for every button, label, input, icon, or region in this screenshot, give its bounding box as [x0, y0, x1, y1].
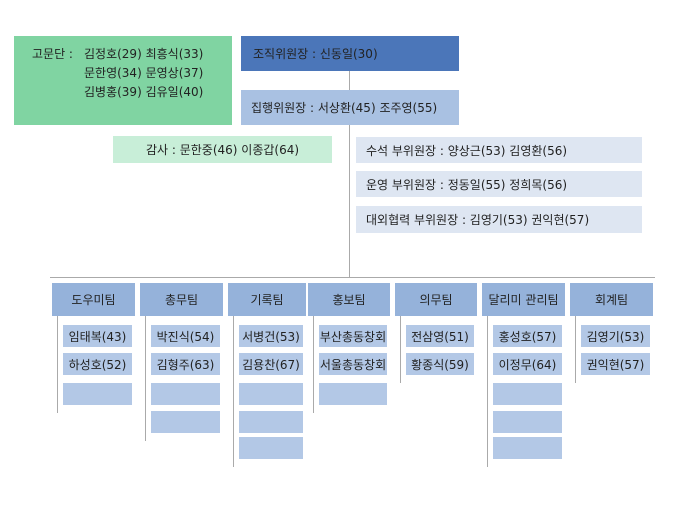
team-branch-line [145, 316, 146, 441]
chair-box: 조직위원장 : 신동일(30) [241, 36, 459, 71]
team-header: 총무팀 [140, 283, 223, 316]
team-member: 전삼영(51) [406, 325, 474, 347]
team-header: 기록팀 [228, 283, 306, 316]
team-member [151, 411, 220, 433]
team-branch-line [487, 316, 488, 467]
team-member: 황종식(59) [406, 353, 474, 375]
team-header: 홍보팀 [308, 283, 390, 316]
team-branch-line [400, 316, 401, 383]
team-branch-line [575, 316, 576, 383]
team-branch-line [233, 316, 234, 467]
team-member: 김용찬(67) [239, 353, 303, 375]
team-member: 서병건(53) [239, 325, 303, 347]
team-bar-line [50, 277, 655, 278]
team-member: 이정무(64) [493, 353, 562, 375]
team-branch-line [313, 316, 314, 413]
team-member: 서울총동창회 [319, 353, 387, 375]
team-member: 김형주(63) [151, 353, 220, 375]
team-member [493, 411, 562, 433]
team-member: 하성호(52) [63, 353, 132, 375]
team-member: 김영기(53) [581, 325, 650, 347]
team-member [63, 383, 132, 405]
team-member [239, 411, 303, 433]
executive-box: 집행위원장 : 서상환(45) 조주영(55) [241, 90, 459, 125]
team-header: 도우미팀 [52, 283, 135, 316]
trunk-line [349, 71, 350, 277]
vice-chair-box: 운영 부위원장 : 정동일(55) 정희목(56) [356, 171, 642, 197]
vice-chair-box: 대외협력 부위원장 : 김영기(53) 권익현(57) [356, 206, 642, 233]
team-member: 부산총동창회 [319, 325, 387, 347]
team-member [319, 383, 387, 405]
team-member: 홍성호(57) [493, 325, 562, 347]
advisors-row: 김정호(29) 최흥식(33) [84, 47, 204, 61]
team-member: 박진식(54) [151, 325, 220, 347]
advisors-label: 고문단 : [32, 47, 73, 61]
team-member [493, 383, 562, 405]
team-member [493, 437, 562, 459]
advisors-box: 고문단 : 김정호(29) 최흥식(33) 문한영(34) 문영상(37) 김병… [14, 36, 232, 125]
team-branch-line [57, 316, 58, 413]
vice-chair-box: 수석 부위원장 : 양상근(53) 김영환(56) [356, 137, 642, 163]
team-member: 권익현(57) [581, 353, 650, 375]
team-header: 회계팀 [570, 283, 653, 316]
advisors-row: 문한영(34) 문영상(37) [84, 66, 204, 80]
team-member [151, 383, 220, 405]
advisors-row: 김병홍(39) 김유일(40) [84, 85, 204, 99]
team-member [239, 437, 303, 459]
team-member [239, 383, 303, 405]
team-header: 달리미 관리팀 [482, 283, 565, 316]
team-header: 의무팀 [395, 283, 477, 316]
team-member: 임태복(43) [63, 325, 132, 347]
audit-box: 감사 : 문한중(46) 이종갑(64) [113, 136, 332, 163]
